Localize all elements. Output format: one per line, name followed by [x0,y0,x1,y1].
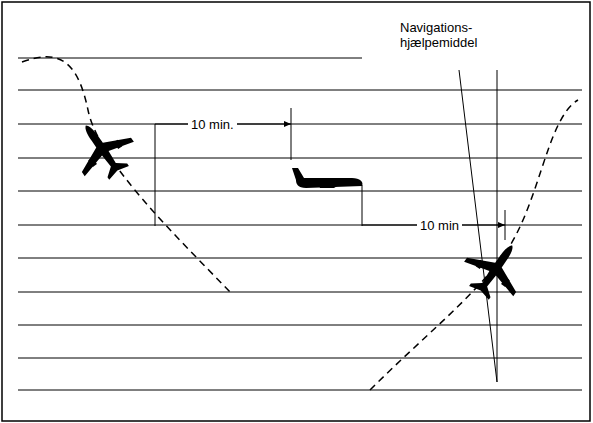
navaid-lines [459,70,497,382]
flight-tracks [22,57,578,390]
navaid-label: Navigations- hjælpemiddel [400,20,500,50]
aircraft-left [61,108,143,190]
flight-levels [18,58,582,390]
dimension-lines [155,108,505,240]
time-dimension: 10 min [417,218,462,233]
aircraft-right [454,228,536,310]
time-dimension: 10 min. [188,117,237,132]
aircraft-middle [292,168,363,188]
